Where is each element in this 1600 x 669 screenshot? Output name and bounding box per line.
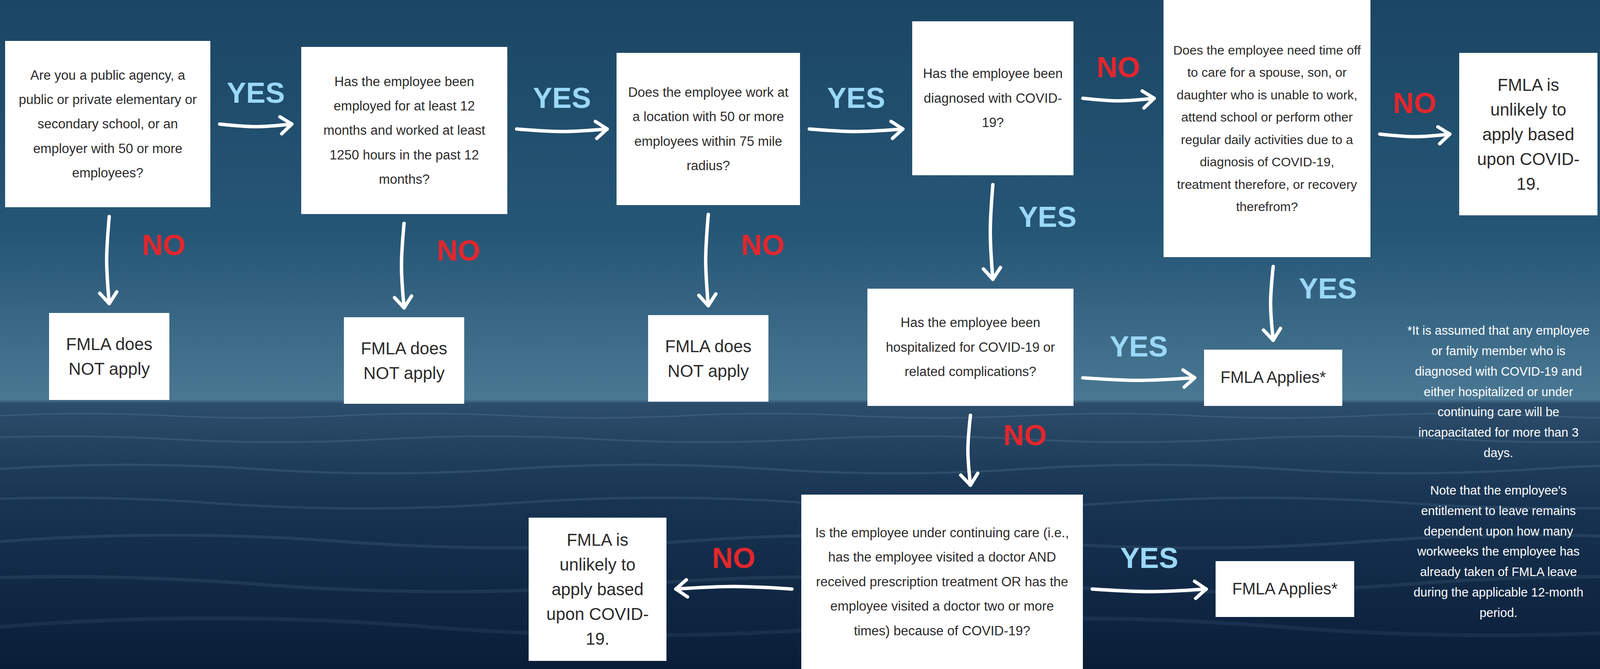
box-text: FMLA does NOT apply <box>58 331 160 382</box>
flow-arrow <box>401 223 405 309</box>
flow-arrow <box>809 129 903 132</box>
box-text: FMLA Applies* <box>1220 366 1326 390</box>
outcome-box: FMLA is unlikely to apply based upon COV… <box>528 517 667 662</box>
flow-arrow <box>968 415 971 486</box>
edge-label: YES <box>532 81 591 114</box>
edge-label: NO <box>1003 419 1048 452</box>
decision-box: Is the employee under continuing care (i… <box>801 494 1083 669</box>
box-text: Has the employee been diagnosed with COV… <box>921 61 1065 135</box>
edge-label: YES <box>226 76 285 109</box>
flow-arrow <box>1270 266 1274 341</box>
edge-label: NO <box>1393 86 1437 119</box>
outcome-box: FMLA Applies* <box>1215 561 1355 618</box>
outcome-box: FMLA does NOT apply <box>648 315 769 402</box>
decision-box: Has the employee been hospitalized for C… <box>867 288 1074 407</box>
edge-label: YES <box>1298 272 1357 305</box>
decision-box: Has the employee been employed for at le… <box>301 46 508 215</box>
box-text: Is the employee under continuing care (i… <box>810 520 1074 644</box>
box-text: FMLA is unlikely to apply based upon COV… <box>538 527 658 652</box>
edge-label: NO <box>436 234 481 267</box>
box-text: Has the employee been employed for at le… <box>310 69 498 192</box>
decision-box: Does the employee work at a location wit… <box>616 52 800 206</box>
flow-arrow <box>1082 98 1155 102</box>
outcome-box: FMLA does NOT apply <box>49 313 170 401</box>
footnote-text: Note that the employee's entitlement to … <box>1403 480 1594 624</box>
flow-arrow <box>675 587 792 590</box>
flow-arrow <box>990 184 993 280</box>
flow-arrow <box>705 214 709 306</box>
flow-arrow <box>1379 134 1450 137</box>
outcome-box: FMLA is unlikely to apply based upon COV… <box>1459 52 1598 216</box>
decision-box: Does the employee need time off to care … <box>1163 0 1371 258</box>
box-text: Has the employee been hospitalized for C… <box>876 310 1065 384</box>
flow-arrow <box>516 129 608 132</box>
flow-arrow <box>106 216 110 304</box>
edge-label: NO <box>1096 50 1141 83</box>
wave-lines <box>0 413 1600 636</box>
decision-box: Are you a public agency, a public or pri… <box>5 40 211 208</box>
decision-box: Has the employee been diagnosed with COV… <box>912 21 1074 176</box>
flow-arrow <box>219 124 292 127</box>
box-text: FMLA does NOT apply <box>353 336 455 386</box>
edge-label: YES <box>1120 541 1179 574</box>
edge-label: NO <box>712 541 756 574</box>
edge-label: YES <box>826 81 885 114</box>
box-text: FMLA Applies* <box>1232 578 1338 601</box>
edge-label: NO <box>741 229 785 262</box>
outcome-box: FMLA Applies* <box>1204 349 1343 407</box>
box-text: FMLA does NOT apply <box>657 334 760 384</box>
flow-arrow <box>1082 378 1195 381</box>
edge-label: YES <box>1018 200 1077 233</box>
edge-label: NO <box>142 229 186 262</box>
box-text: Does the employee need time off to care … <box>1172 39 1362 219</box>
box-text: Are you a public agency, a public or pri… <box>14 63 201 186</box>
footnote-text: *It is assumed that any employee or fami… <box>1403 320 1594 464</box>
box-text: Does the employee work at a location wit… <box>625 80 791 178</box>
edge-label: YES <box>1109 330 1168 363</box>
box-text: FMLA is unlikely to apply based upon COV… <box>1468 72 1589 197</box>
flow-arrow <box>1092 589 1207 593</box>
outcome-box: FMLA does NOT apply <box>343 317 465 405</box>
